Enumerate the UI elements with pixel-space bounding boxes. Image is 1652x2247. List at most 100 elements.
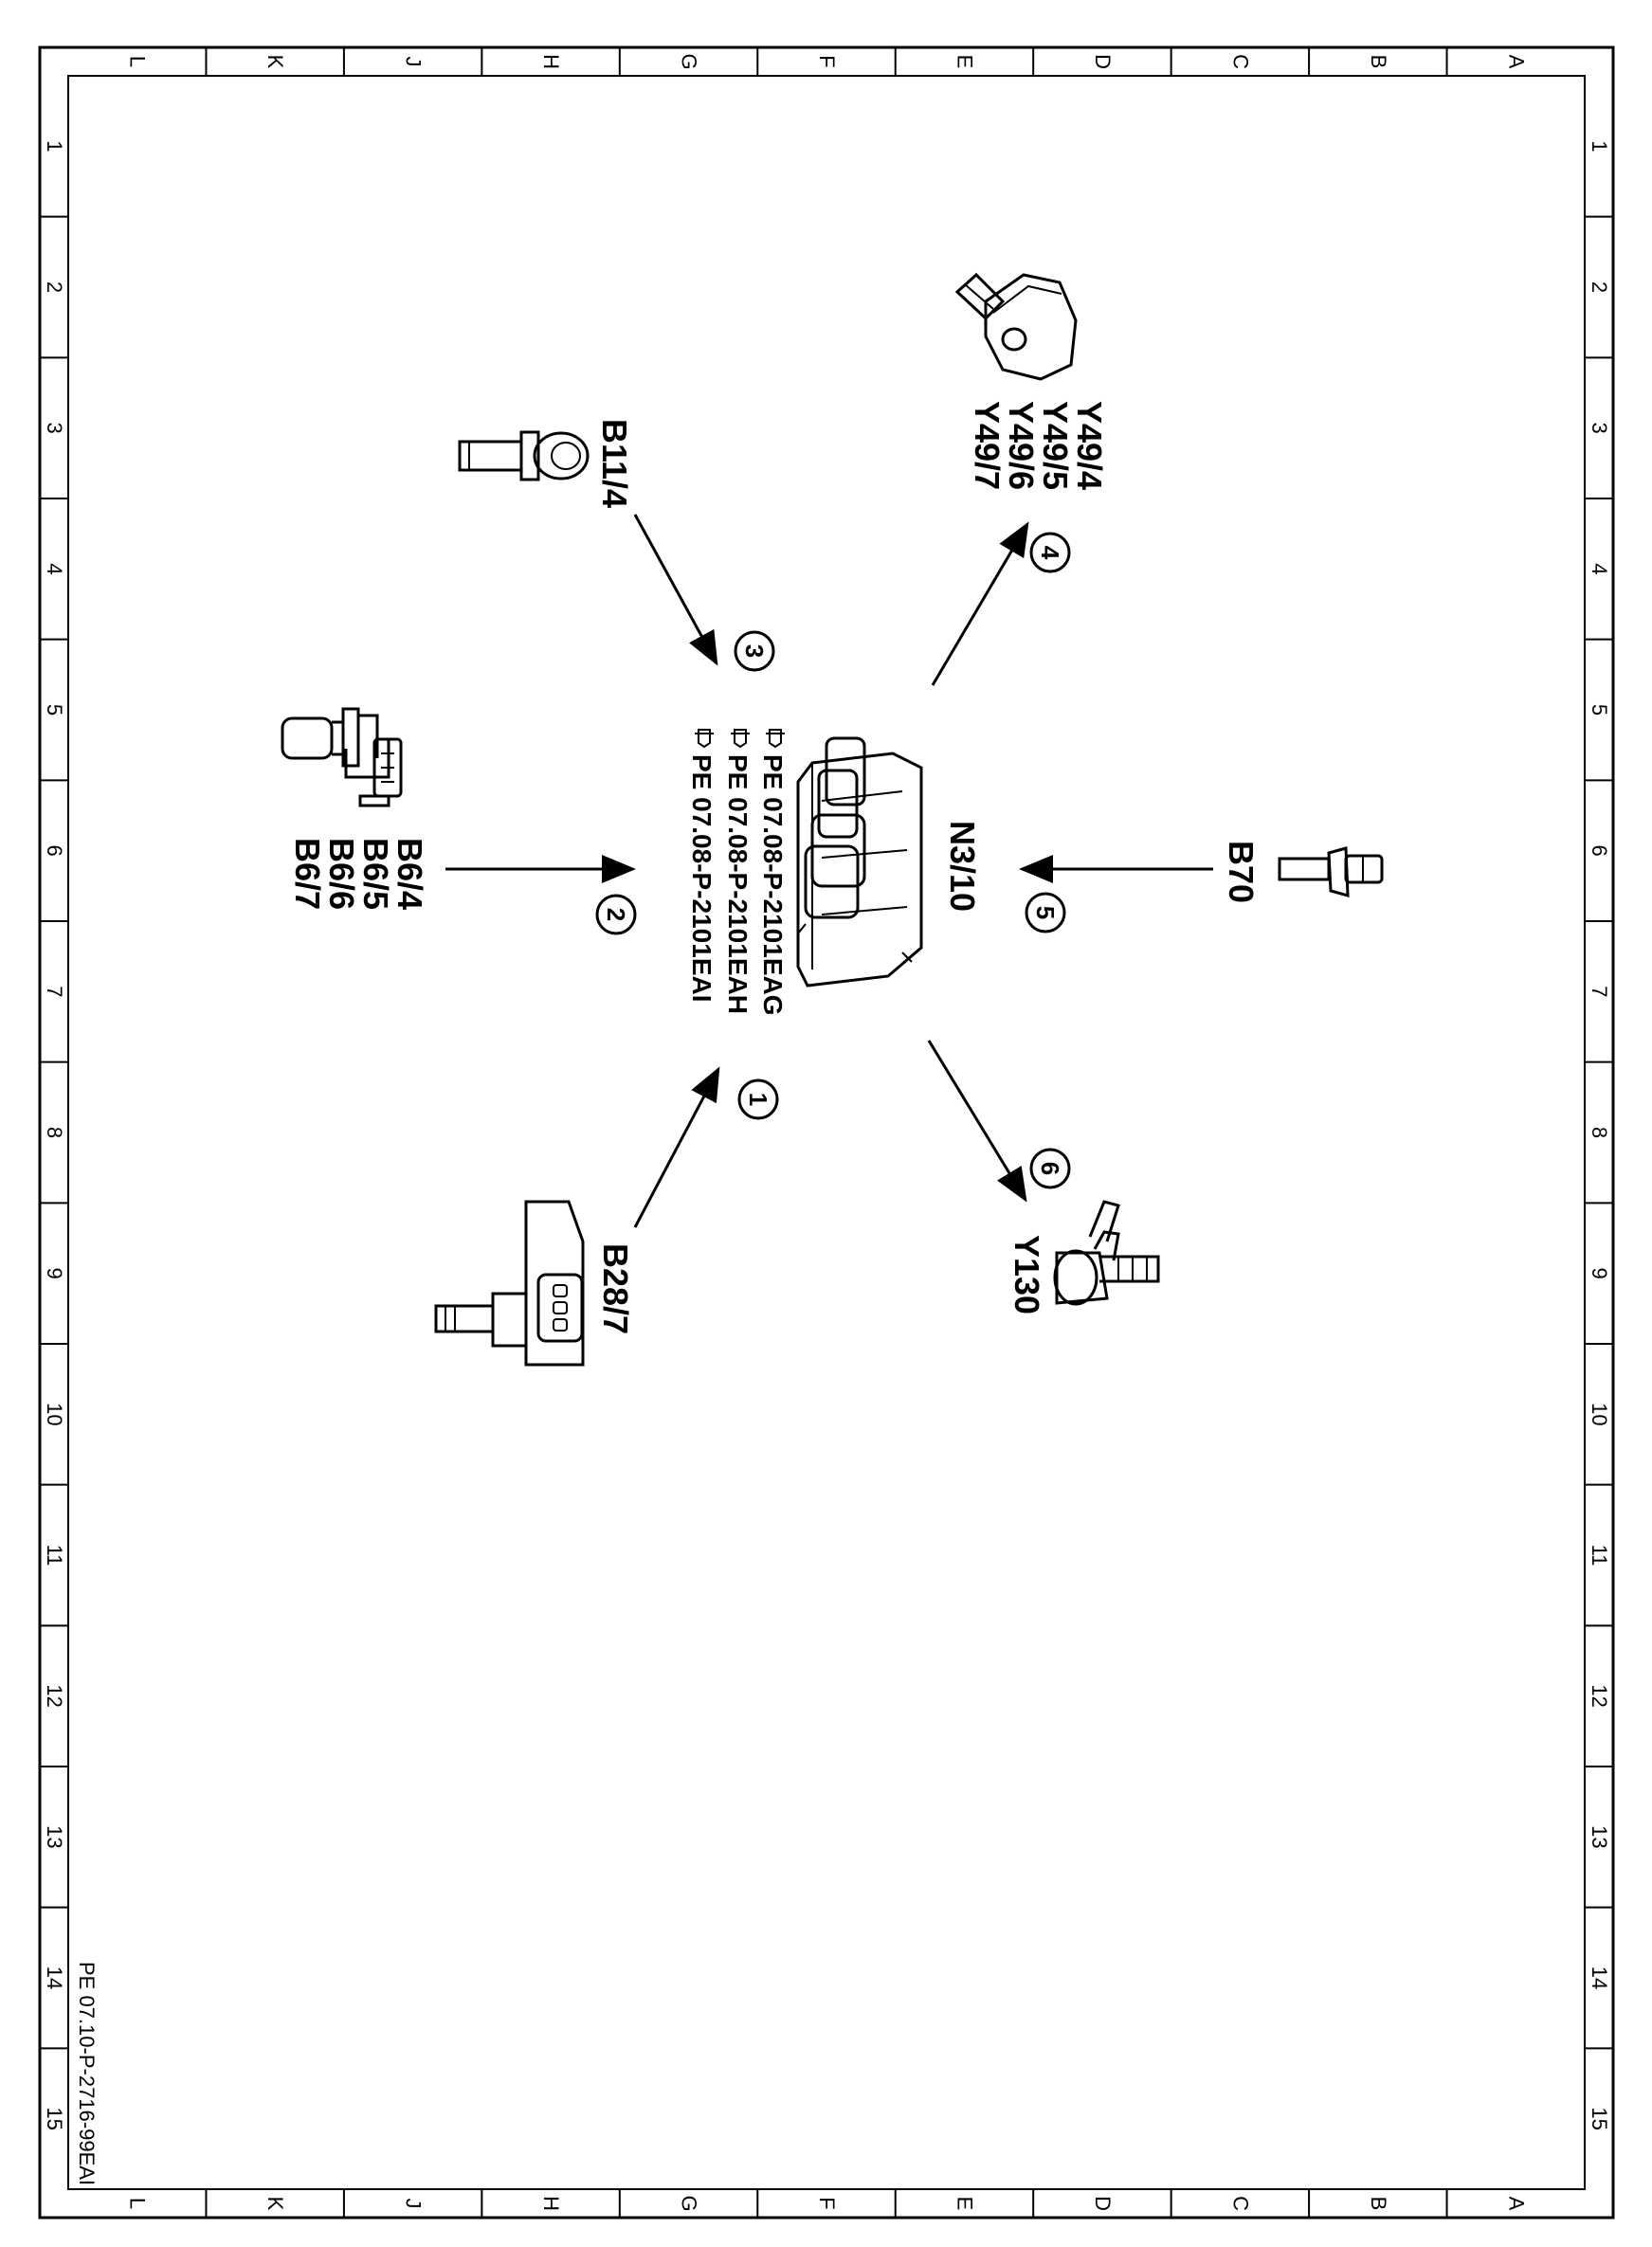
reference-3-text: PE 07.08-P-2101EAI <box>687 754 717 1003</box>
label-b70: B70 <box>1222 841 1261 903</box>
frame-number-left: 12 <box>43 1684 66 1707</box>
document-id: PE 07.10-P-2716-99EAI <box>75 1962 99 2185</box>
hand-pointer-icon <box>731 729 750 749</box>
frame-letter-top: G <box>678 53 701 69</box>
reference-1: PE 07.08-P-2101EAG <box>758 729 788 1016</box>
frame-letter-top: B <box>1367 55 1390 69</box>
arrow-ecu-to-y130 <box>927 1040 1027 1203</box>
solenoid-valve-icon <box>1053 1200 1160 1306</box>
component-y49: 4 Y49/4 Y49/5 Y49/6 Y49/7 <box>954 272 1109 573</box>
number-5: 5 <box>1031 906 1060 919</box>
frame-ticks <box>40 47 1613 2218</box>
component-b11-4: 3 B11/4 <box>458 419 775 672</box>
frame-letter-bottom: K <box>263 2197 287 2211</box>
inner-border <box>67 75 1586 2190</box>
frame-number-right: 13 <box>1588 1825 1611 1848</box>
frame-number-left: 8 <box>43 1127 66 1138</box>
frame-letter-top: K <box>263 55 287 69</box>
frame-number-right: 3 <box>1588 423 1611 434</box>
component-y130: 6 Y130 <box>1008 1148 1160 1314</box>
frame-letter-bottom: C <box>1228 2196 1252 2211</box>
frame-letter-top: F <box>815 55 839 67</box>
frame-number-left: 2 <box>43 281 66 293</box>
frame-number-right: 2 <box>1588 281 1611 293</box>
label-b11-4: B11/4 <box>595 419 634 508</box>
crankshaft-sensor-icon <box>1278 846 1384 897</box>
frame-number-right: 10 <box>1588 1403 1611 1425</box>
frame-letter-top: J <box>402 57 426 67</box>
frame-number-left: 13 <box>43 1825 66 1848</box>
frame-letter-top: D <box>1091 54 1115 69</box>
component-b70: 5 B70 <box>1025 841 1384 933</box>
frame-letter-top: C <box>1228 54 1252 69</box>
number-2: 2 <box>602 908 630 921</box>
frame-letter-bottom: A <box>1504 2197 1528 2211</box>
frame-number-right: 8 <box>1588 1127 1611 1138</box>
arrow-ecu-to-y49 <box>931 521 1029 686</box>
number-circle-2 <box>595 894 637 935</box>
label-y130: Y130 <box>1008 1235 1046 1314</box>
frame-number-left: 4 <box>43 563 66 574</box>
component-b28-7: 1 B28/7 <box>434 1078 779 1367</box>
camshaft-adjuster-icon <box>954 272 1078 381</box>
connection-arrows <box>445 514 1213 1228</box>
arrow-b11-to-ecu <box>633 514 718 666</box>
label-b6-4: B6/4 <box>390 838 429 910</box>
frame-number-right: 11 <box>1588 1545 1611 1567</box>
frame-letter-bottom: F <box>815 2197 839 2209</box>
frame-number-left: 5 <box>43 704 66 716</box>
frame-number-left: 11 <box>43 1545 66 1567</box>
number-4: 4 <box>1036 546 1064 560</box>
ecu-n3-10 <box>796 736 923 988</box>
frame-number-left: 6 <box>43 845 66 857</box>
pressure-sensor-icon <box>434 1200 585 1367</box>
hand-pointer-icon <box>695 729 714 749</box>
camshaft-sensor-icon <box>281 707 403 807</box>
frame-number-left: 9 <box>43 1268 66 1279</box>
temperature-sensor-icon <box>458 430 590 481</box>
frame-number-left: 3 <box>43 423 66 434</box>
frame-number-right: 7 <box>1588 986 1611 997</box>
frame-letter-bottom: B <box>1367 2197 1390 2211</box>
frame-letter-bottom: H <box>539 2196 563 2211</box>
label-y49-5: Y49/5 <box>1036 401 1075 490</box>
frame-letter-bottom: J <box>402 2199 426 2209</box>
reference-2: PE 07.08-P-2101EAH <box>723 729 753 1014</box>
frame-letter-bottom: D <box>1091 2196 1115 2211</box>
number-circle-4 <box>1029 532 1071 573</box>
label-y49-4: Y49/4 <box>1070 401 1109 490</box>
frame-number-left: 15 <box>43 2107 66 2129</box>
label-b6-6: B6/6 <box>322 838 361 910</box>
frame-letter-top: L <box>126 56 150 67</box>
frame-number-right: 12 <box>1588 1684 1611 1707</box>
frame-number-right: 6 <box>1588 845 1611 857</box>
frame-number-right: 4 <box>1588 563 1611 574</box>
frame-letter-bottom: L <box>126 2198 150 2209</box>
label-b28-7: B28/7 <box>596 1243 635 1334</box>
label-b6-5: B6/5 <box>356 838 395 910</box>
frame-number-left: 14 <box>43 1966 66 1989</box>
frame-number-left: 7 <box>43 986 66 997</box>
reference-3: PE 07.08-P-2101EAI <box>687 729 717 1003</box>
reference-1-text: PE 07.08-P-2101EAG <box>758 754 788 1016</box>
frame-letter-top: E <box>953 55 976 69</box>
label-y49-6: Y49/6 <box>1002 401 1041 490</box>
ecu-label: N3/10 <box>943 821 982 912</box>
number-circle-3 <box>734 630 775 672</box>
frame-number-right: 5 <box>1588 704 1611 716</box>
frame-letter-top: A <box>1504 55 1528 69</box>
frame-number-right: 15 <box>1588 2107 1611 2129</box>
number-1: 1 <box>744 1093 772 1106</box>
frame-number-left: 1 <box>43 140 66 152</box>
reference-2-text: PE 07.08-P-2101EAH <box>723 754 753 1014</box>
frame-letter-top: H <box>539 54 563 69</box>
arrow-b28-to-ecu <box>633 1066 720 1228</box>
number-circle-5 <box>1025 892 1066 933</box>
hand-pointer-icon <box>766 729 785 749</box>
label-y49-7: Y49/7 <box>968 401 1007 490</box>
